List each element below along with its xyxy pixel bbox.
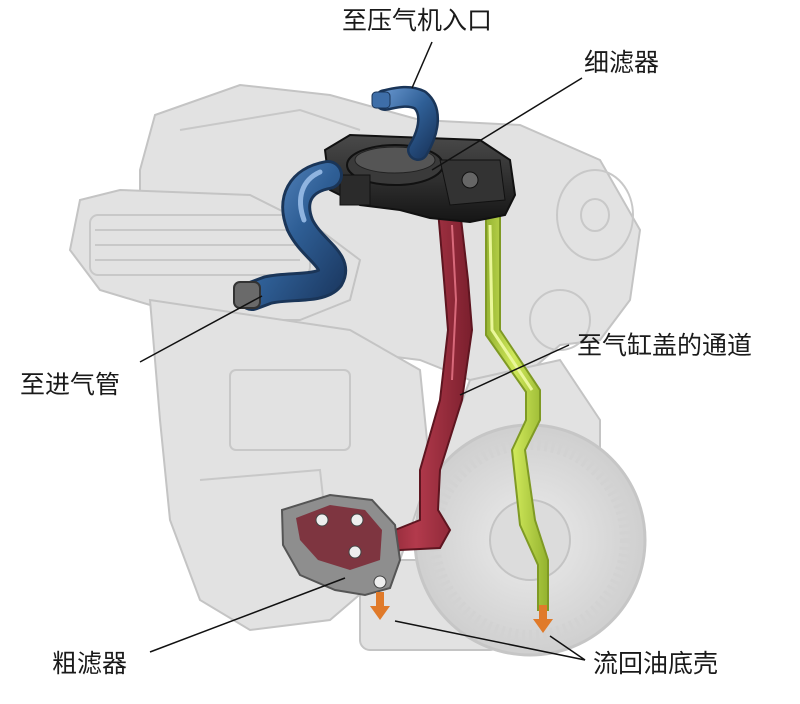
leader-fine-filter (431, 77, 583, 171)
leader-oil-return-right (549, 635, 586, 661)
leader-oil-return-left (394, 620, 586, 661)
leader-head-passage (459, 344, 570, 396)
label-intake-pipe: 至进气管 (20, 370, 121, 399)
label-head-passage: 至气缸盖的通道 (577, 331, 753, 360)
intake-hose (233, 160, 347, 311)
drain-arrow-right (533, 605, 553, 633)
leader-coarse-filter (149, 577, 346, 653)
leader-intake-pipe (139, 295, 263, 363)
label-compressor-inlet: 至压气机入口 (342, 6, 493, 35)
label-coarse-filter: 粗滤器 (52, 649, 128, 678)
compressor-hose (371, 85, 439, 161)
coarse-filter-housing (280, 493, 402, 597)
leader-compressor-inlet (411, 41, 433, 89)
label-fine-filter: 细滤器 (584, 48, 660, 77)
drain-arrow-left (370, 592, 390, 620)
label-oil-return: 流回油底壳 (593, 649, 719, 678)
leader-lines (139, 41, 586, 661)
